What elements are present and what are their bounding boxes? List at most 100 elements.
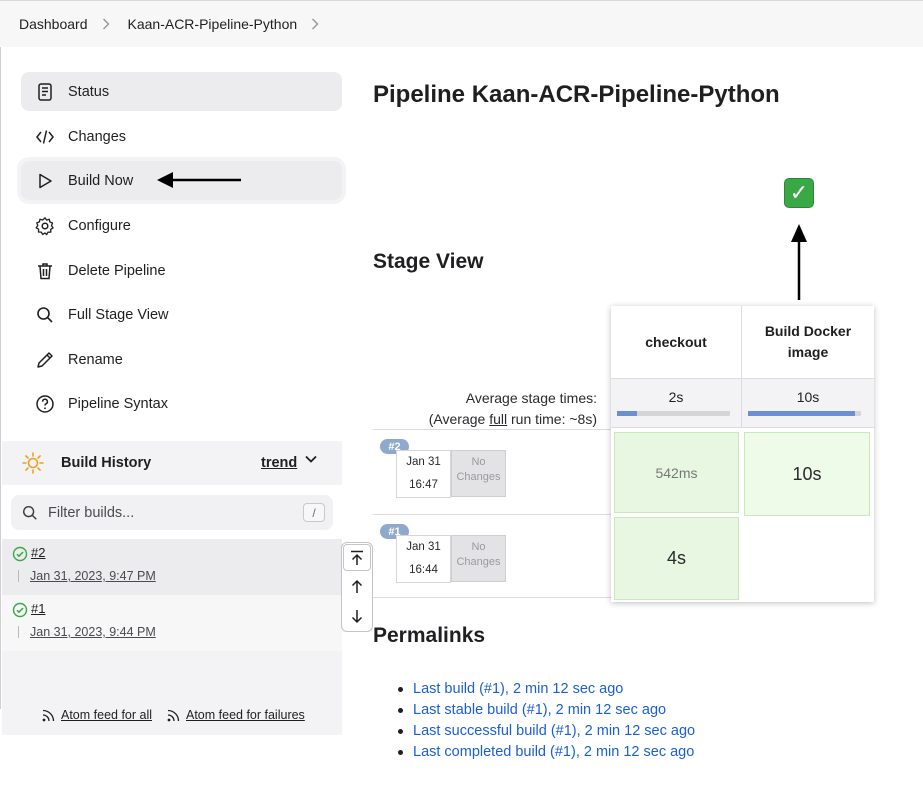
task-pipeline-syntax[interactable]: Pipeline Syntax (21, 384, 342, 423)
success-icon (12, 546, 28, 562)
stage-avg-bar-fill (748, 411, 856, 416)
build-number-link[interactable]: #2 (31, 545, 46, 560)
stage-avg-bar-fill (617, 411, 638, 416)
pencil-icon (34, 349, 56, 371)
scroll-controls (341, 542, 373, 632)
arrow-down-icon (351, 609, 363, 623)
task-label: Full Stage View (68, 306, 169, 323)
success-icon (12, 602, 28, 618)
stage-view-title: Stage View (373, 250, 484, 273)
task-delete-pipeline[interactable]: Delete Pipeline (21, 251, 342, 290)
annotation-arrow-up-icon (791, 224, 807, 300)
sidebar: Status Changes Build Now Configure Delet… (0, 47, 342, 735)
stage-avg-time: 10s (796, 389, 820, 405)
breadcrumb-item-dashboard[interactable]: Dashboard (19, 16, 128, 32)
avg-label-suffix: run time: ~8s) (507, 411, 597, 427)
stage-run-row[interactable]: #2 Jan 31 16:47 No Changes (373, 429, 611, 513)
permalinks-list: Last build (#1), 2 min 12 sec ago Last s… (397, 680, 695, 764)
code-icon (34, 126, 56, 148)
permalink-last-build[interactable]: Last build (#1), 2 min 12 sec ago (397, 680, 695, 701)
stage-run-row[interactable]: #1 Jan 31 16:44 No Changes (373, 514, 611, 598)
run-date: Jan 31 (406, 456, 441, 468)
help-icon (34, 393, 56, 415)
arrow-top-icon (351, 550, 363, 565)
trend-link[interactable]: trend (261, 455, 298, 471)
run-datetime: Jan 31 16:44 (396, 535, 451, 583)
filter-shortcut-key: / (303, 503, 325, 522)
atom-feed-failures-label[interactable]: Atom feed for failures (186, 708, 305, 722)
filter-builds-input[interactable]: Filter builds... / (11, 495, 333, 530)
permalink-last-stable-build[interactable]: Last stable build (#1), 2 min 12 sec ago (397, 701, 695, 722)
permalink-last-successful-build[interactable]: Last successful build (#1), 2 min 12 sec… (397, 722, 695, 743)
build-number-link[interactable]: #1 (31, 601, 46, 616)
atom-feed-all-label[interactable]: Atom feed for all (61, 708, 153, 722)
task-status[interactable]: Status (21, 72, 342, 111)
scroll-down-button[interactable] (342, 601, 372, 630)
task-label: Changes (68, 128, 127, 145)
build-date-link[interactable]: Jan 31, 2023, 9:44 PM (30, 625, 156, 639)
task-rename[interactable]: Rename (21, 340, 342, 379)
no-changes-box: No Changes (451, 535, 506, 582)
build-row[interactable]: #1 Jan 31, 2023, 9:44 PM (2, 595, 342, 651)
scroll-to-top-button[interactable] (343, 544, 371, 571)
breadcrumb-pipeline-link[interactable]: Kaan-ACR-Pipeline-Python (127, 16, 298, 32)
chevron-right-icon[interactable] (311, 18, 319, 30)
success-checkmark-icon: ✓ (784, 178, 814, 208)
gear-icon (34, 215, 56, 237)
stage-cell[interactable]: 542ms (614, 432, 739, 513)
stage-header-checkout: checkout (611, 306, 742, 378)
avg-label-prefix: (Average (428, 411, 490, 427)
breadcrumb-dashboard-link[interactable]: Dashboard (19, 16, 88, 32)
annotation-arrow-left-icon (157, 172, 241, 188)
permalink-last-completed-build[interactable]: Last completed build (#1), 2 min 12 sec … (397, 743, 695, 764)
no-changes-box: No Changes (451, 450, 506, 497)
rss-icon (42, 709, 55, 721)
stage-avg-time: 2s (668, 389, 684, 405)
rss-icon (167, 709, 180, 721)
run-time: 16:47 (409, 479, 438, 491)
full-run-time-link[interactable]: full (489, 411, 508, 427)
build-history-header: Build History trend (2, 441, 342, 485)
task-build-now[interactable]: Build Now (21, 161, 342, 200)
timeline-divider (18, 626, 19, 638)
build-row[interactable]: #2 Jan 31, 2023, 9:47 PM (2, 539, 342, 595)
build-date-link[interactable]: Jan 31, 2023, 9:47 PM (30, 569, 156, 583)
task-label: Build Now (68, 172, 134, 189)
stage-header-build-docker-image: Build Docker image (742, 306, 874, 378)
chevron-right-icon[interactable] (102, 18, 110, 30)
task-configure[interactable]: Configure (21, 206, 342, 245)
task-label: Configure (68, 217, 131, 234)
stage-cell[interactable]: 10s (744, 432, 870, 516)
stage-view-table: checkout Build Docker image 2s 10s 542ms… (611, 306, 874, 602)
atom-feeds: Atom feed for all Atom feed for failures (2, 687, 342, 735)
avg-label-line1: Average stage times: (465, 390, 597, 406)
filter-placeholder: Filter builds... (48, 504, 135, 521)
stage-cell[interactable]: 4s (614, 517, 739, 600)
search-icon (34, 304, 56, 326)
atom-feed-all-link[interactable]: Atom feed for all (42, 708, 152, 722)
sun-icon (21, 451, 45, 475)
stage-avg-checkout: 2s (611, 378, 742, 428)
run-datetime: Jan 31 16:47 (396, 450, 451, 498)
task-label: Delete Pipeline (68, 262, 166, 279)
breadcrumb-item-pipeline[interactable]: Kaan-ACR-Pipeline-Python (128, 16, 338, 32)
search-icon (21, 504, 39, 522)
task-changes[interactable]: Changes (21, 117, 342, 156)
average-stage-times-label: Average stage times: (Average full run t… (420, 388, 597, 430)
play-icon (34, 170, 56, 192)
avg-label-line2: (Average full run time: ~8s) (420, 409, 597, 430)
stage-avg-bar (748, 411, 861, 416)
task-label: Pipeline Syntax (68, 395, 168, 412)
run-date: Jan 31 (406, 541, 441, 553)
trash-icon (34, 260, 56, 282)
chevron-down-icon[interactable] (305, 455, 317, 463)
task-full-stage-view[interactable]: Full Stage View (21, 295, 342, 334)
arrow-up-icon (351, 579, 363, 593)
breadcrumb: Dashboard Kaan-ACR-Pipeline-Python (0, 0, 923, 47)
permalinks-title: Permalinks (373, 624, 486, 647)
stage-avg-bar (617, 411, 730, 416)
atom-feed-failures-link[interactable]: Atom feed for failures (167, 708, 305, 722)
task-label: Status (68, 83, 110, 100)
stage-header-label: Build Docker image (764, 323, 852, 360)
scroll-up-button[interactable] (342, 572, 372, 601)
